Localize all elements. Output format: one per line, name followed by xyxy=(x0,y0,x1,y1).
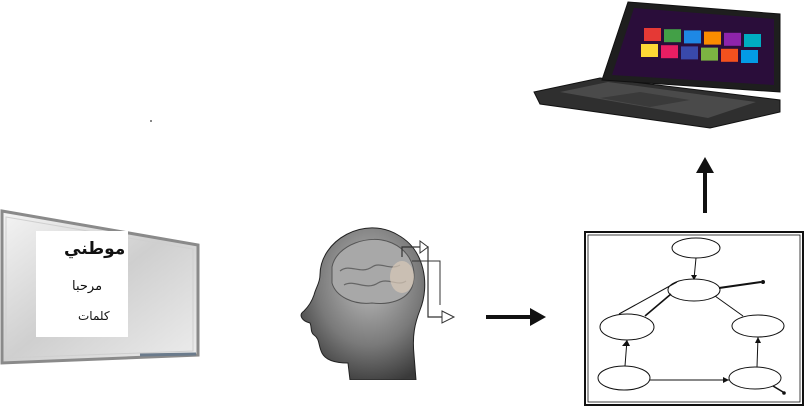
flow-diagram xyxy=(583,230,805,407)
arrow-up-icon xyxy=(692,155,718,215)
flow-node-bottom-left xyxy=(598,366,650,390)
board-word-1: موطني xyxy=(64,239,125,259)
speck xyxy=(150,120,152,122)
arrow-up xyxy=(692,155,718,215)
flow-node-top xyxy=(672,238,720,258)
screen-tile xyxy=(704,32,721,45)
screen-tile xyxy=(641,44,658,57)
flow-diagram-drawing xyxy=(583,230,805,407)
signal-arrowhead xyxy=(442,311,454,323)
arrow-right-icon xyxy=(484,305,548,329)
screen-tile xyxy=(724,33,741,46)
screen-tile xyxy=(664,29,681,42)
screen-tile xyxy=(701,48,718,61)
screen-tile xyxy=(721,49,738,62)
board-word-2: مرحبا xyxy=(72,279,102,294)
flow-node-right xyxy=(732,315,784,337)
whiteboard: موطني مرحبا كلمات xyxy=(0,205,200,365)
screen-tile xyxy=(741,50,758,63)
flow-node-left xyxy=(600,314,654,340)
arrow-right xyxy=(484,305,548,329)
screen-tile xyxy=(644,28,661,41)
screen-tile xyxy=(681,46,698,59)
whiteboard-tray xyxy=(140,354,196,355)
laptop xyxy=(530,0,790,130)
brain-head-drawing xyxy=(280,205,460,380)
brain-head xyxy=(280,205,460,380)
laptop-drawing xyxy=(530,0,790,130)
screen-tile xyxy=(684,30,701,43)
board-word-3: كلمات xyxy=(78,309,110,323)
screen-tile xyxy=(744,34,761,47)
screen-tile xyxy=(661,45,678,58)
